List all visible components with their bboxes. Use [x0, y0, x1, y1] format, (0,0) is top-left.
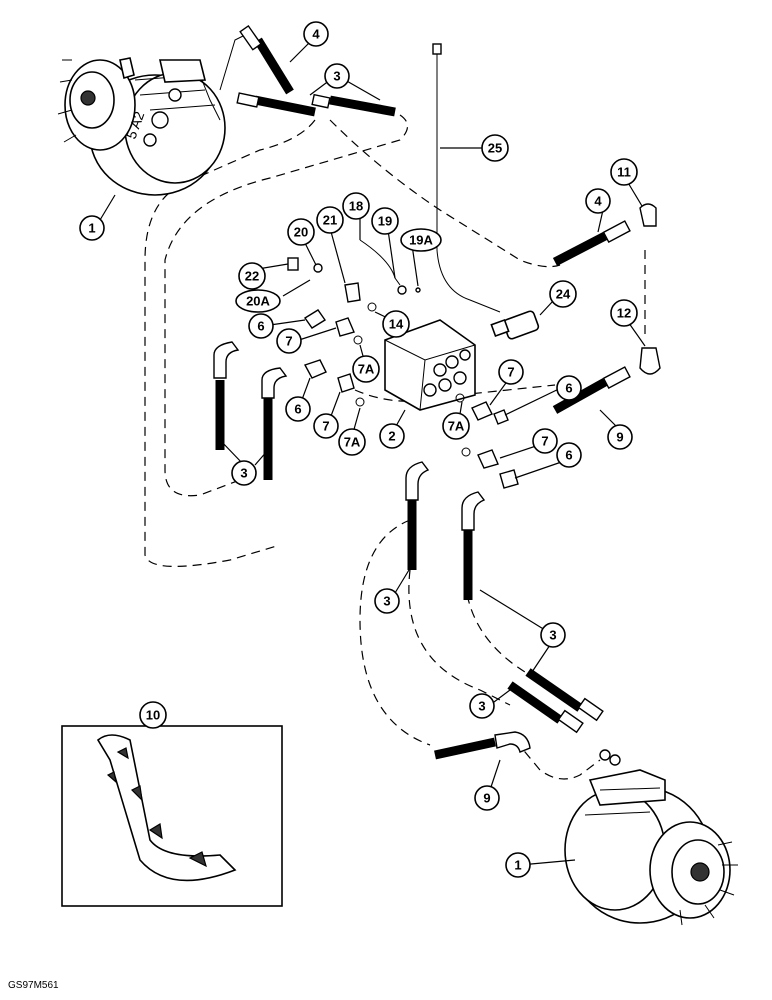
svg-text:7A: 7A: [448, 419, 465, 434]
svg-text:3: 3: [478, 699, 485, 714]
callout-18: 18: [342, 192, 370, 220]
callout-7: 7: [498, 359, 524, 385]
callout-6: 6: [248, 313, 274, 339]
svg-text:11: 11: [617, 165, 631, 180]
callout-6: 6: [556, 442, 582, 468]
callout-3: 3: [540, 622, 566, 648]
callout-20: 20: [287, 218, 315, 246]
callout-20A: 20A: [235, 289, 281, 313]
callout-2: 2: [379, 423, 405, 449]
svg-text:7: 7: [322, 419, 329, 434]
callout-21: 21: [316, 206, 344, 234]
fittings: [287, 203, 661, 489]
callout-19: 19: [371, 207, 399, 235]
callout-14: 14: [382, 310, 410, 338]
svg-text:3: 3: [549, 628, 556, 643]
drawing-id: GS97M561: [8, 980, 59, 991]
callout-1: 1: [505, 852, 531, 878]
svg-text:12: 12: [617, 306, 631, 321]
callout-6: 6: [285, 396, 311, 422]
svg-text:7: 7: [507, 365, 514, 380]
svg-text:3: 3: [383, 594, 390, 609]
svg-text:21: 21: [323, 213, 337, 228]
svg-text:6: 6: [257, 319, 264, 334]
svg-text:24: 24: [556, 287, 571, 302]
dashed-routing-lines: [144, 114, 646, 780]
callout-25: 25: [481, 134, 509, 162]
svg-text:25: 25: [488, 141, 502, 156]
hoses: [213, 24, 631, 760]
svg-text:2: 2: [388, 429, 395, 444]
callout-7: 7: [313, 413, 339, 439]
svg-text:4: 4: [594, 194, 602, 209]
callout-3: 3: [231, 460, 257, 486]
callout-6: 6: [556, 375, 582, 401]
svg-text:9: 9: [483, 791, 490, 806]
callout-19A: 19A: [400, 228, 442, 252]
svg-text:1: 1: [88, 221, 95, 236]
svg-text:10: 10: [146, 708, 160, 723]
callout-9: 9: [607, 424, 633, 450]
svg-text:4: 4: [312, 27, 320, 42]
control-valve-block: [384, 319, 476, 411]
svg-text:7A: 7A: [344, 435, 361, 450]
svg-text:7: 7: [285, 334, 292, 349]
callout-9: 9: [474, 785, 500, 811]
callouts: 1 1 2 3 3 3 3 3: [79, 21, 638, 878]
callout-3: 3: [324, 63, 350, 89]
svg-text:22: 22: [245, 269, 259, 284]
pressure-sensor: [490, 310, 540, 340]
svg-text:7: 7: [541, 434, 548, 449]
callout-7A: 7A: [442, 412, 470, 440]
callout-3: 3: [374, 588, 400, 614]
callout-10: 10: [139, 701, 167, 729]
svg-text:3: 3: [333, 69, 340, 84]
callout-7: 7: [276, 328, 302, 354]
callout-4: 4: [585, 188, 611, 214]
wheel-motor-bottom: [564, 749, 738, 926]
wheel-motor-top: 5 A2: [57, 34, 246, 196]
svg-text:14: 14: [389, 317, 404, 332]
svg-text:6: 6: [565, 381, 572, 396]
callout-7: 7: [532, 428, 558, 454]
callout-24: 24: [549, 280, 577, 308]
callout-4: 4: [303, 21, 329, 47]
callout-7A: 7A: [338, 428, 366, 456]
detail-box: [61, 725, 283, 907]
wire-harness: [432, 43, 501, 313]
svg-text:20: 20: [294, 225, 308, 240]
svg-text:6: 6: [294, 402, 301, 417]
svg-text:6: 6: [565, 448, 572, 463]
svg-text:9: 9: [616, 430, 623, 445]
svg-text:19: 19: [378, 214, 392, 229]
svg-text:20A: 20A: [246, 294, 270, 309]
callout-7A: 7A: [352, 355, 380, 383]
svg-text:18: 18: [349, 199, 363, 214]
svg-text:19A: 19A: [409, 233, 433, 248]
callout-12: 12: [610, 299, 638, 327]
svg-text:3: 3: [240, 466, 247, 481]
svg-text:1: 1: [514, 858, 521, 873]
callout-1: 1: [79, 215, 105, 241]
callout-22: 22: [238, 262, 266, 290]
callout-3: 3: [469, 693, 495, 719]
svg-text:7A: 7A: [358, 362, 375, 377]
callout-11: 11: [610, 158, 638, 186]
